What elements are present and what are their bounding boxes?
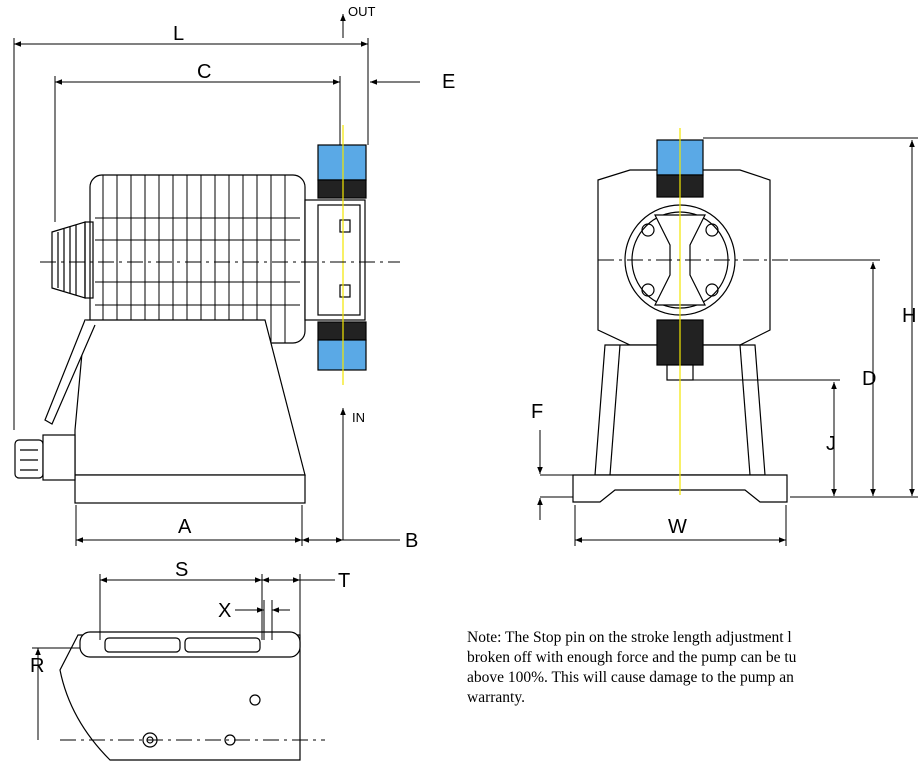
side-base	[44, 319, 306, 504]
label-IN: IN	[352, 410, 365, 425]
label-E: E	[442, 71, 455, 93]
label-W: W	[668, 516, 687, 538]
label-A: A	[178, 516, 192, 538]
side-view	[14, 125, 400, 504]
label-L: L	[173, 23, 184, 45]
label-F: F	[531, 401, 543, 423]
label-T: T	[338, 570, 350, 592]
label-S: S	[175, 559, 188, 581]
label-B: B	[405, 530, 418, 552]
front-dimensions	[537, 137, 918, 546]
label-H: H	[902, 305, 916, 327]
stroke-knob	[51, 221, 94, 299]
label-J: J	[826, 433, 836, 455]
stop-pin-note: Note: The Stop pin on the stroke length …	[467, 629, 797, 706]
top-view	[59, 631, 325, 761]
label-R: R	[30, 655, 44, 677]
side-outlet-fitting	[317, 144, 367, 199]
label-D: D	[862, 368, 876, 390]
side-dimensions	[13, 14, 420, 546]
front-view	[572, 128, 800, 503]
cable-gland	[14, 434, 76, 481]
side-inlet-fitting	[317, 321, 367, 371]
top-dimensions	[32, 574, 335, 740]
label-X: X	[218, 600, 231, 622]
label-C: C	[197, 61, 211, 83]
motor-housing	[89, 174, 306, 344]
label-OUT: OUT	[348, 4, 376, 19]
